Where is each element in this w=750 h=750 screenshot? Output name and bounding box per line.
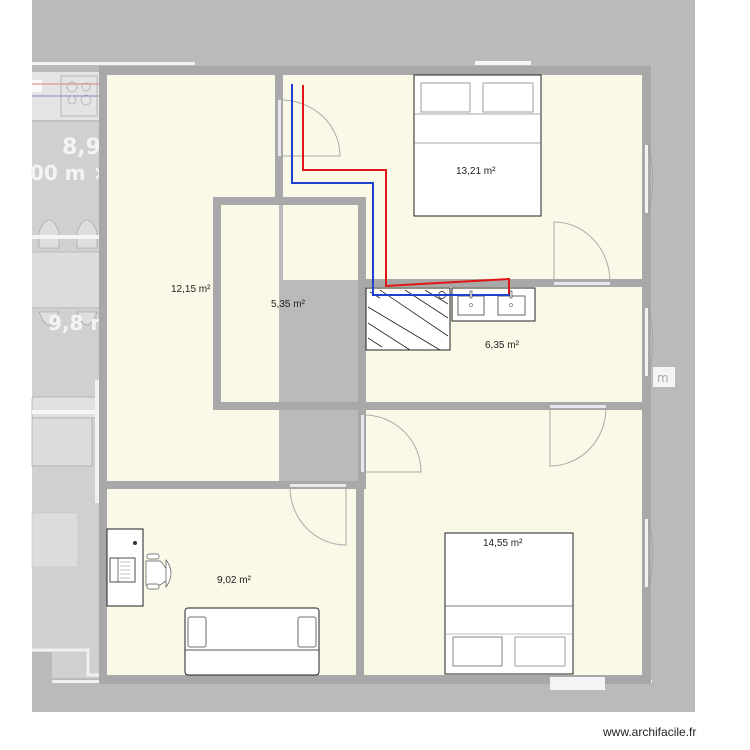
hot-water-pipe [302,85,510,295]
wall-bath-bedroom2 [358,402,642,410]
window-bedroom-2 [645,519,648,587]
room-label-office: 9,02 m² [217,575,252,586]
pillow-icon [420,82,471,113]
window-top-left [99,62,195,65]
door-bedroom-1-top [278,99,341,157]
dimension-tags: m [550,367,675,690]
outer-wall-bottom [99,675,651,684]
desk[interactable] [106,528,144,607]
cooktop-icon [60,75,98,117]
windows [99,61,654,588]
neighbor-area-fragment: 8,9 [62,135,101,160]
neighbor-apartment: 8,9 00 m × 9,8 m [30,62,652,683]
mouse-icon [133,541,137,545]
door-bedroom-2-bath [549,405,607,467]
chair-icons [38,219,98,326]
wall-bedroom-bath [358,279,642,287]
pillow-icon [514,636,566,667]
outer-wall-left [99,66,107,684]
wall-hall-office [99,481,366,489]
window-bedroom-1 [645,145,648,213]
window-top [475,61,531,65]
sofa[interactable] [184,607,320,676]
outer-wall-top [99,66,651,75]
shower-tray[interactable] [365,287,451,351]
doors[interactable] [278,99,611,546]
sink-icon [457,295,485,316]
room-label-hall: 12,15 m² [171,284,211,295]
room-label-bedroom-1: 13,21 m² [456,166,496,177]
cushion-icon [187,616,207,648]
cold-water-pipe [291,84,511,296]
room-label-storage: 5,35 m² [271,299,306,310]
sink-icon [497,295,526,316]
wall-storage-bottom [213,402,366,410]
cushion-icon [297,616,317,648]
door-hall-storage [361,414,422,473]
wall-office-bedroom2 [356,481,364,676]
room-label-bathroom: 6,35 m² [485,340,520,351]
water-pipes [291,84,513,299]
watermark[interactable]: www.archifacile.fr [603,725,697,739]
bed-bedroom-1[interactable] [413,74,542,217]
pillow-icon [452,636,503,667]
neighbor-dims-fragment: 00 m × [30,161,109,185]
sofa-icon [31,396,97,467]
door-bedroom-1-bath [553,221,611,285]
dimension-unit-right: m [657,371,669,385]
bed-bedroom-2[interactable] [444,532,574,675]
room-label-bedroom-2: 14,55 m² [483,538,523,549]
double-vanity[interactable] [451,287,536,322]
wall-storage-left [213,197,221,410]
wall-storage-right [358,197,366,484]
floor-hall [107,75,279,485]
door-office [289,484,347,546]
wall-storage-top [213,197,366,205]
pillow-icon [482,82,534,113]
office-chair[interactable] [145,553,172,590]
window-bathroom [645,308,648,376]
